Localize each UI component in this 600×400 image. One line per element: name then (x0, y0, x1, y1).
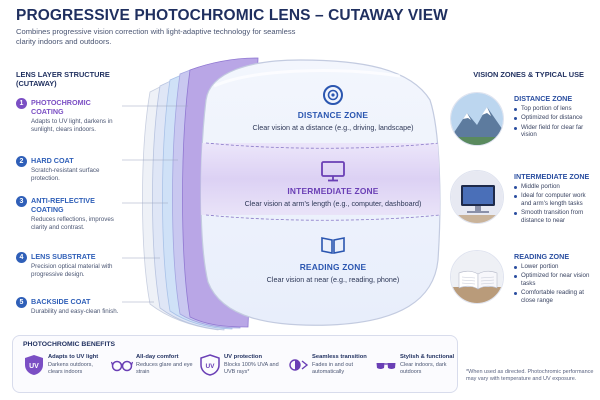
bullet-item: Ideal for computer work and arm's length… (514, 192, 592, 208)
vision-zone-title: READING ZONE (514, 252, 570, 261)
benefit-description: Clear indoors, dark outdoors (400, 362, 447, 375)
vision-zone-bullets: Middle portion Ideal for computer work a… (514, 183, 592, 226)
bullet-item: Top portion of lens (514, 105, 592, 113)
benefit-item: All-day comfort Reduces glare and eye st… (111, 354, 197, 390)
layer-number-badge: 1 (16, 98, 27, 109)
layer-title: ANTI-REFLECTIVE COATING (31, 196, 95, 214)
photochromic-benefits-panel: PHOTOCHROMIC BENEFITS UV Adapts to UV li… (12, 335, 458, 393)
svg-text:UV: UV (29, 363, 39, 370)
svg-text:UV: UV (205, 363, 215, 370)
book-icon (321, 237, 345, 254)
zone-title: DISTANCE ZONE (297, 110, 369, 120)
vision-zones-heading: VISION ZONES & TYPICAL USE (473, 70, 584, 79)
uv-badge-icon: UV (200, 354, 220, 376)
layer-leader-lines (122, 105, 188, 303)
benefit-description: Reduces glare and eye strain (136, 362, 193, 375)
monitor-icon (321, 161, 345, 182)
benefit-title: Stylish & functional (400, 354, 455, 360)
transition-icon (289, 359, 309, 371)
bullet-item: Wider field for clear far vision (514, 124, 592, 140)
layer-number-badge: 4 (16, 252, 27, 263)
benefit-title: Adapts to UV light (48, 354, 99, 360)
layer-hard-coat: 2 HARD COAT Scratch-resistant surface pr… (16, 156, 122, 183)
mountain-landscape-image (450, 92, 504, 146)
bullet-item: Optimized for near vision tasks (514, 272, 592, 288)
bullet-item: Middle portion (514, 183, 592, 191)
benefit-item: Stylish & functional Clear indoors, dark… (375, 354, 461, 390)
layer-title: HARD COAT (31, 156, 74, 165)
bullet-item: Lower portion (514, 263, 592, 271)
benefit-item: Seamless transition Fades in and out aut… (287, 354, 373, 390)
bullet-item: Smooth transition from distance to near (514, 209, 592, 225)
benefits-heading: PHOTOCHROMIC BENEFITS (23, 341, 116, 348)
zone-description: Clear vision at near (e.g., reading, pho… (266, 275, 400, 284)
layer-structure-heading: LENS LAYER STRUCTURE (CUTAWAY) (16, 70, 110, 88)
layer-description: Precision optical material with progress… (31, 263, 113, 278)
footnote: *When used as directed. Photochromic per… (466, 369, 594, 383)
benefit-description: Darkens outdoors, clears indoors (48, 362, 93, 375)
page-subtitle: Combines progressive vision correction w… (16, 27, 296, 46)
zone-title: READING ZONE (299, 262, 367, 272)
bullet-item: Comfortable reading at close range (514, 289, 592, 305)
zone-title: INTERMEDIATE ZONE (287, 186, 379, 196)
computer-monitor-image (450, 170, 504, 224)
zone-description: Clear vision at arm's length (e.g., comp… (244, 199, 422, 208)
layer-description: Durability and easy-clean finish. (31, 308, 119, 315)
benefit-description: Blocks 100% UVA and UVB rays* (224, 362, 279, 375)
sunglasses-icon (376, 363, 396, 369)
open-book-image (450, 250, 504, 304)
layer-title: BACKSIDE COAT (31, 297, 91, 306)
reading-zone-label: READING ZONE Clear vision at near (e.g.,… (238, 262, 428, 285)
intermediate-zone-band (201, 143, 440, 215)
benefit-title: Seamless transition (312, 354, 367, 360)
vision-zone-title: INTERMEDIATE ZONE (514, 172, 590, 181)
layer-title: LENS SUBSTRATE (31, 252, 96, 261)
bullet-item: Optimized for distance (514, 114, 592, 122)
uv-shield-icon: UV (25, 355, 43, 375)
intermediate-zone-label: INTERMEDIATE ZONE Clear vision at arm's … (238, 186, 428, 209)
benefit-item: UV Adapts to UV light Darkens outdoors, … (23, 354, 109, 390)
layer-number-badge: 2 (16, 156, 27, 167)
layer-description: Reduces reflections, improves clarity an… (31, 216, 114, 231)
benefit-title: UV protection (224, 354, 263, 360)
layer-anti-reflective: 3 ANTI-REFLECTIVE COATING Reduces reflec… (16, 196, 122, 232)
vision-zone-title: DISTANCE ZONE (514, 94, 573, 103)
benefit-title: All-day comfort (136, 354, 179, 360)
layer-substrate: 4 LENS SUBSTRATE Precision optical mater… (16, 252, 122, 279)
layer-backside-coat: 5 BACKSIDE COAT Durability and easy-clea… (16, 297, 122, 316)
glasses-icon (111, 360, 133, 372)
distance-zone-label: DISTANCE ZONE Clear vision at a distance… (238, 110, 428, 133)
layer-title: PHOTOCHROMIC COATING (31, 98, 91, 116)
page-title: PROGRESSIVE PHOTOCHROMIC LENS – CUTAWAY … (16, 7, 448, 24)
layer-number-badge: 3 (16, 196, 27, 207)
target-eye-icon (323, 85, 343, 105)
vision-zone-bullets: Top portion of lens Optimized for distan… (514, 105, 592, 141)
vision-zone-bullets: Lower portion Optimized for near vision … (514, 263, 592, 306)
zone-description: Clear vision at a distance (e.g., drivin… (252, 123, 414, 132)
layer-number-badge: 5 (16, 297, 27, 308)
layer-photochromic: 1 PHOTOCHROMIC COATING Adapts to UV ligh… (16, 98, 122, 134)
benefit-item: UV UV protection Blocks 100% UVA and UVB… (199, 354, 285, 390)
layer-description: Scratch-resistant surface protection. (31, 167, 100, 182)
layer-description: Adapts to UV light, darkens in sunlight,… (31, 118, 113, 133)
benefit-description: Fades in and out automatically (312, 362, 353, 375)
